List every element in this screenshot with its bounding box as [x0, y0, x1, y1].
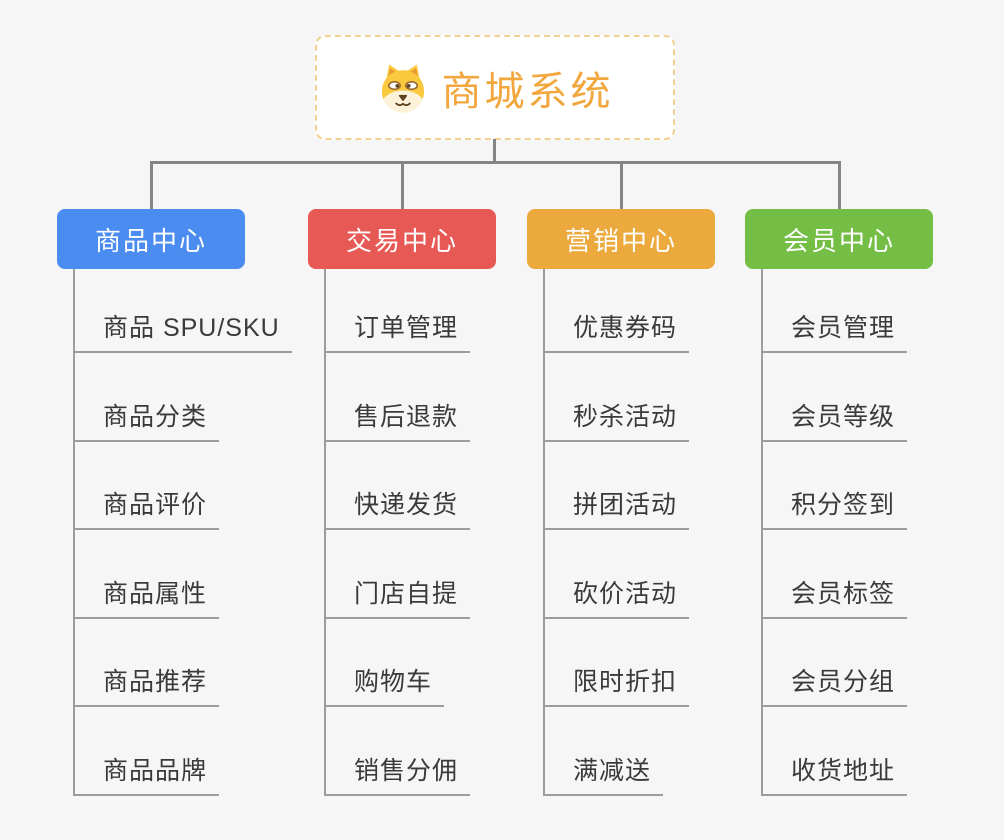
connector-root-drop — [493, 139, 496, 164]
leaf-row: 快递发货 — [326, 442, 568, 530]
leaf-row: 商品推荐 — [75, 619, 317, 707]
leaf-node[interactable]: 商品 SPU/SKU — [75, 308, 292, 353]
leaf-row: 会员管理 — [763, 269, 1004, 353]
leaf-row: 积分签到 — [763, 442, 1004, 530]
leaf-node[interactable]: 会员标签 — [763, 574, 908, 619]
branch-label: 交易中心 — [345, 225, 458, 256]
branch-node-marketing[interactable]: 营销中心 — [527, 209, 715, 269]
branch-label: 营销中心 — [564, 225, 677, 256]
leaf-row: 会员标签 — [763, 530, 1004, 619]
branch-column-member: 会员中心会员管理会员等级积分签到会员标签会员分组收货地址 — [745, 209, 1004, 796]
branch-label: 商品中心 — [94, 225, 207, 256]
leaf-row: 优惠券码 — [545, 269, 787, 353]
leaf-row: 会员分组 — [763, 619, 1004, 707]
leaf-row: 砍价活动 — [545, 530, 787, 619]
leaf-row: 商品分类 — [75, 353, 317, 442]
leaf-node[interactable]: 收货地址 — [763, 751, 908, 796]
leaf-row: 门店自提 — [326, 530, 568, 619]
leaf-row: 订单管理 — [326, 269, 568, 353]
leaf-row: 会员等级 — [763, 353, 1004, 442]
leaf-node[interactable]: 砍价活动 — [545, 574, 690, 619]
leaf-row: 商品 SPU/SKU — [75, 269, 317, 353]
branch-column-product: 商品中心商品 SPU/SKU 商品分类商品评价商品属性商品推荐商品品牌 — [57, 209, 317, 796]
leaf-node[interactable]: 商品品牌 — [75, 751, 220, 796]
leaf-node[interactable]: 快递发货 — [326, 485, 471, 530]
leaf-row: 售后退款 — [326, 353, 568, 442]
branch-column-marketing: 营销中心优惠券码秒杀活动拼团活动砍价活动限时折扣满减送 — [527, 209, 787, 796]
leaf-node[interactable]: 商品属性 — [75, 574, 220, 619]
leaf-node[interactable]: 积分签到 — [763, 485, 908, 530]
leaf-node[interactable]: 拼团活动 — [545, 485, 690, 530]
branch-label: 会员中心 — [782, 225, 895, 256]
leaf-row: 秒杀活动 — [545, 353, 787, 442]
leaf-row: 销售分佣 — [326, 707, 568, 796]
leaf-node[interactable]: 会员分组 — [763, 662, 908, 707]
branch-node-member[interactable]: 会员中心 — [745, 209, 933, 269]
leaf-node[interactable]: 购物车 — [326, 662, 445, 707]
branch-column-trade: 交易中心订单管理售后退款快递发货门店自提购物车销售分佣 — [308, 209, 568, 796]
connector-branch-drop-marketing — [619, 161, 623, 209]
branch-node-product[interactable]: 商品中心 — [57, 209, 245, 269]
connector-branch-drop-trade — [400, 161, 404, 209]
leaf-row: 购物车 — [326, 619, 568, 707]
leaf-node[interactable]: 商品评价 — [75, 485, 220, 530]
leaf-node[interactable]: 售后退款 — [326, 397, 471, 442]
leaf-node[interactable]: 秒杀活动 — [545, 397, 690, 442]
leaf-node[interactable]: 会员等级 — [763, 397, 908, 442]
leaf-row: 商品品牌 — [75, 707, 317, 796]
leaf-node[interactable]: 门店自提 — [326, 574, 471, 619]
root-node[interactable]: 商城系统 — [315, 35, 675, 140]
leaf-node[interactable]: 限时折扣 — [545, 662, 690, 707]
leaf-row: 商品评价 — [75, 442, 317, 530]
branch-items: 会员管理会员等级积分签到会员标签会员分组收货地址 — [761, 269, 1004, 796]
root-title: 商城系统 — [441, 69, 614, 114]
leaf-node[interactable]: 订单管理 — [326, 308, 471, 353]
leaf-row: 商品属性 — [75, 530, 317, 619]
connector-branch-drop-member — [837, 161, 841, 209]
leaf-node[interactable]: 满减送 — [545, 751, 664, 796]
leaf-row: 收货地址 — [763, 707, 1004, 796]
branch-items: 优惠券码秒杀活动拼团活动砍价活动限时折扣满减送 — [543, 269, 787, 796]
leaf-node[interactable]: 商品推荐 — [75, 662, 220, 707]
leaf-node[interactable]: 优惠券码 — [545, 308, 690, 353]
branch-node-trade[interactable]: 交易中心 — [308, 209, 496, 269]
connector-rail — [149, 161, 841, 164]
leaf-row: 限时折扣 — [545, 619, 787, 707]
branch-items: 商品 SPU/SKU 商品分类商品评价商品属性商品推荐商品品牌 — [73, 269, 317, 796]
leaf-row: 拼团活动 — [545, 442, 787, 530]
leaf-node[interactable]: 销售分佣 — [326, 751, 471, 796]
connector-branch-drop-product — [149, 161, 153, 209]
leaf-node[interactable]: 商品分类 — [75, 397, 220, 442]
branch-items: 订单管理售后退款快递发货门店自提购物车销售分佣 — [324, 269, 568, 796]
leaf-node[interactable]: 会员管理 — [763, 308, 908, 353]
dog-icon — [381, 63, 424, 112]
leaf-row: 满减送 — [545, 707, 787, 796]
